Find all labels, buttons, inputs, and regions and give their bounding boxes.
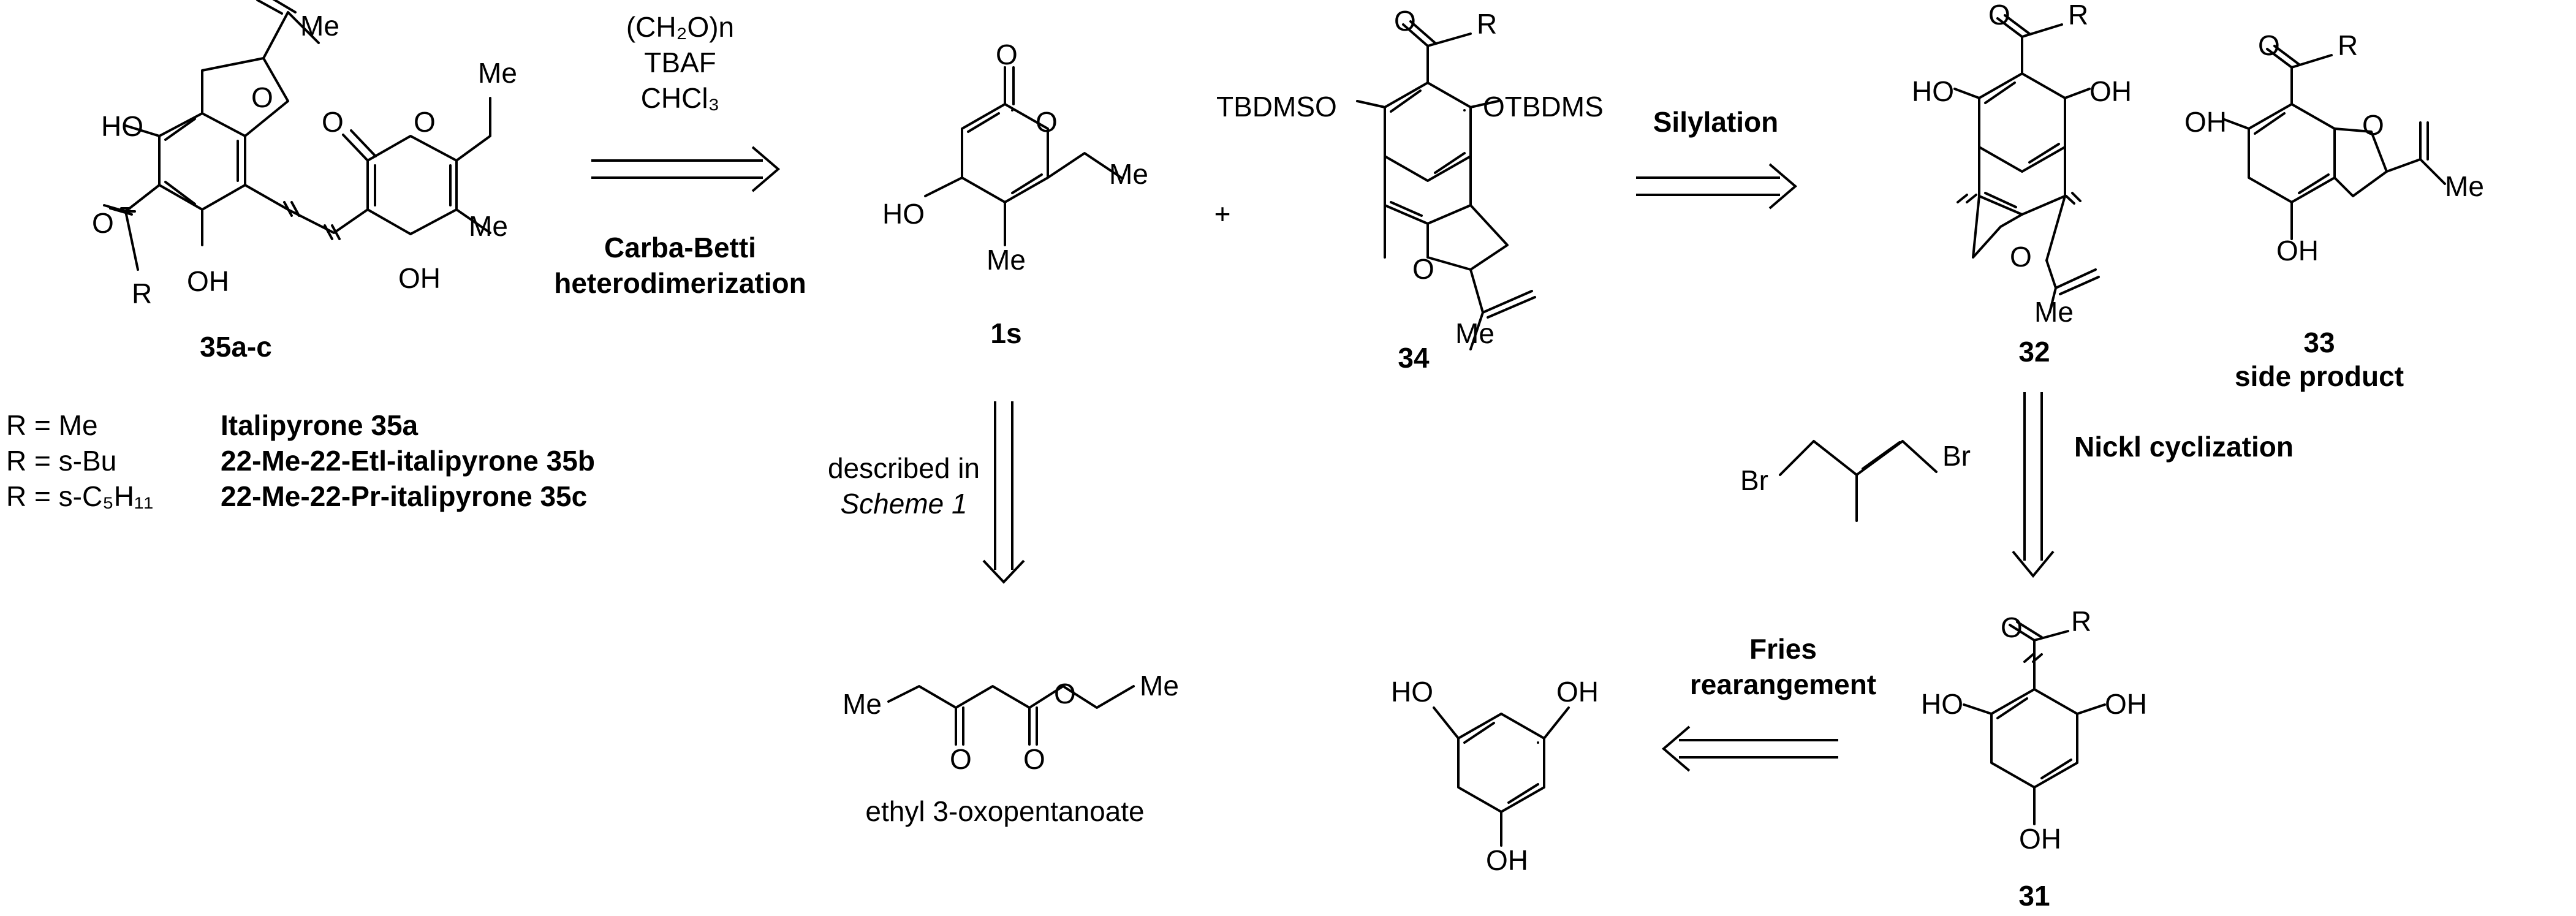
atom-o: O bbox=[1394, 5, 1416, 37]
step-name-nickl: Nickl cyclization bbox=[2074, 431, 2294, 463]
atom-br: Br bbox=[1740, 464, 1768, 496]
atom-r: R bbox=[1477, 8, 1497, 40]
step-name-fries-line2: rearangement bbox=[1690, 668, 1876, 700]
atom-me: Me bbox=[987, 244, 1026, 276]
atom-oh: OH bbox=[1556, 676, 1599, 708]
atom-me: Me bbox=[843, 688, 882, 720]
atom-o: O bbox=[1412, 253, 1434, 285]
atom-ho: HO bbox=[1391, 676, 1433, 708]
atom-oh: OH bbox=[2089, 75, 2132, 107]
retro-arrow-down-1s bbox=[982, 401, 1025, 584]
atom-ho: HO bbox=[1921, 688, 1963, 720]
compound-note-33: side product bbox=[2235, 360, 2404, 392]
atom-r: R bbox=[132, 278, 152, 309]
structure-ethyl-3-oxopentanoate: Me O O O Me bbox=[843, 670, 1179, 775]
atom-r: R bbox=[2071, 605, 2091, 637]
atom-me: Me bbox=[469, 210, 508, 242]
atom-o: O bbox=[2362, 109, 2384, 141]
atom-me: Me bbox=[1455, 317, 1494, 349]
retro-arrow-silylation bbox=[1636, 163, 1798, 210]
r-group-value: R = s-Bu bbox=[6, 445, 116, 477]
atom-r: R bbox=[2068, 0, 2088, 31]
atom-o: O bbox=[251, 81, 273, 113]
r-group-name: Italipyrone 35a bbox=[221, 409, 419, 441]
structure-dibromide: Br Br bbox=[1740, 440, 1971, 522]
atom-o: O bbox=[1023, 743, 1045, 775]
reagent-tbaf: TBAF bbox=[644, 47, 716, 78]
retro-arrow-nickl bbox=[2012, 392, 2055, 578]
atom-o: O bbox=[1988, 0, 2010, 31]
atom-o: O bbox=[950, 743, 972, 775]
structure-phloroglucinol: HO OH OH bbox=[1391, 676, 1599, 876]
step-name-silylation: Silylation bbox=[1653, 106, 1778, 138]
compound-label-33: 33 bbox=[2303, 327, 2335, 358]
step-name-fries-line1: Fries bbox=[1749, 633, 1817, 665]
atom-tbdmso: TBDMSO bbox=[1216, 91, 1337, 123]
atom-oh: OH bbox=[1486, 844, 1528, 876]
atom-oh: OH bbox=[398, 262, 441, 294]
atom-me: Me bbox=[2034, 296, 2074, 328]
reagent-chcl3: CHCl₃ bbox=[641, 82, 720, 114]
atom-o: O bbox=[2010, 241, 2032, 273]
r-group-value: R = s-C₅H₁₁ bbox=[6, 480, 153, 512]
atom-oh: OH bbox=[187, 265, 229, 297]
r-group-name: 22-Me-22-Pr-italipyrone 35c bbox=[221, 480, 587, 512]
atom-me: Me bbox=[1109, 158, 1148, 190]
reagent-paraformaldehyde: (CH₂O)n bbox=[626, 11, 734, 43]
compound-label-32: 32 bbox=[2018, 336, 2050, 368]
atom-o: O bbox=[996, 39, 1018, 70]
atom-ho: HO bbox=[1912, 75, 1954, 107]
atom-o: O bbox=[322, 106, 344, 138]
r-group-table: R = Me Italipyrone 35a R = s-Bu 22-Me-22… bbox=[6, 409, 595, 512]
step-name-line1: Carba-Betti bbox=[604, 232, 756, 263]
atom-me: Me bbox=[300, 10, 339, 42]
atom-oh: OH bbox=[2019, 823, 2061, 855]
retro-arrow-fries bbox=[1661, 725, 1838, 772]
plus-sign: + bbox=[1214, 198, 1231, 230]
atom-oh: OH bbox=[2184, 106, 2227, 138]
atom-o: O bbox=[2001, 611, 2023, 643]
atom-o: O bbox=[1036, 106, 1058, 138]
atom-br: Br bbox=[1942, 440, 1971, 472]
structure-32: O R HO OH O Me bbox=[1912, 0, 2132, 328]
atom-me: Me bbox=[1140, 670, 1179, 702]
r-group-name: 22-Me-22-Etl-italipyrone 35b bbox=[221, 445, 595, 477]
r-group-value: R = Me bbox=[6, 409, 98, 441]
atom-me: Me bbox=[2445, 170, 2484, 202]
structure-31: O R HO OH OH bbox=[1921, 605, 2147, 855]
atom-o: O bbox=[2258, 29, 2280, 61]
atom-me: Me bbox=[478, 57, 517, 89]
structure-1s: O O HO Me Me bbox=[882, 39, 1148, 276]
retro-arrow-carba-betti bbox=[591, 146, 781, 192]
note-scheme-ref: Scheme 1 bbox=[840, 488, 967, 520]
atom-oh: OH bbox=[2105, 688, 2147, 720]
compound-label-34: 34 bbox=[1398, 342, 1430, 374]
atom-o: O bbox=[1054, 678, 1076, 710]
atom-otbdms: OTBDMS bbox=[1483, 91, 1604, 123]
atom-o: O bbox=[92, 207, 114, 239]
atom-ho: HO bbox=[101, 110, 143, 142]
atom-ho: HO bbox=[882, 198, 925, 230]
compound-name-ester: ethyl 3-oxopentanoate bbox=[865, 795, 1144, 827]
structure-35a-c: Me O HO OH O R O OH Me Me O bbox=[92, 0, 517, 309]
step-name-line2: heterodimerization bbox=[554, 267, 806, 299]
structure-34: O R TBDMSO OTBDMS O Me bbox=[1216, 5, 1604, 350]
compound-label-35: 35a-c bbox=[200, 331, 272, 363]
atom-r: R bbox=[2338, 29, 2358, 61]
compound-label-1s: 1s bbox=[990, 317, 1021, 349]
structure-33: O R OH O Me OH bbox=[2184, 29, 2484, 267]
atom-oh: OH bbox=[2276, 235, 2319, 267]
atom-o: O bbox=[414, 106, 436, 138]
compound-label-31: 31 bbox=[2018, 880, 2050, 912]
note-described-in: described in bbox=[828, 452, 980, 484]
